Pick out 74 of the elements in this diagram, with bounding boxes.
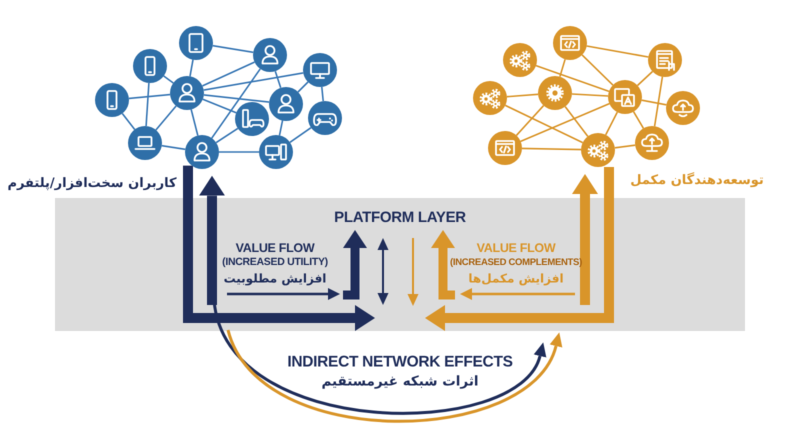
network-line <box>122 113 136 130</box>
network-line <box>211 68 261 139</box>
game-console-icon <box>235 102 269 136</box>
cloud-network-icon <box>635 126 669 160</box>
gear-icon <box>538 76 572 110</box>
network-line <box>572 93 608 97</box>
cloud-upload-icon <box>666 91 700 125</box>
thick-arrow <box>199 176 225 305</box>
network-line <box>202 98 236 114</box>
gears-icon <box>581 133 615 167</box>
app-window-icon <box>608 80 642 114</box>
gears-icon <box>473 81 507 115</box>
network-line <box>564 106 588 137</box>
user-icon <box>185 135 219 169</box>
gamepad-icon <box>308 101 342 135</box>
network-line <box>219 151 259 153</box>
network-line <box>204 94 270 103</box>
network-line <box>321 86 324 102</box>
network-line <box>654 76 664 126</box>
thick-arrow <box>183 166 375 331</box>
network-line <box>632 111 644 129</box>
network-line <box>128 94 170 100</box>
network-line <box>278 120 284 136</box>
network-line <box>162 144 186 150</box>
thick-arrow <box>572 174 598 305</box>
network-line <box>636 70 654 86</box>
group-label: توسعه‌دهندگان مکمل <box>630 174 764 188</box>
flow-heading: VALUE FLOW <box>236 242 314 256</box>
flow-caption: افزایش مطلوبیت <box>224 272 326 286</box>
network-line <box>290 127 312 143</box>
network-line <box>642 99 666 106</box>
flow-caption: افزایش مکمل‌ها <box>468 272 564 286</box>
user-icon <box>170 76 204 110</box>
effects-caption: اثرات شبکه غیرمستقیم <box>321 374 479 390</box>
network-line <box>504 104 584 144</box>
network-line <box>614 144 636 149</box>
effects-heading: INDIRECT NETWORK EFFECTS <box>287 353 513 371</box>
band-title: PLATFORM LAYER <box>334 209 466 226</box>
network-line <box>155 105 177 131</box>
network-line <box>204 72 304 91</box>
flow-subtitle: (INCREASED UTILITY) <box>222 257 328 269</box>
network-line <box>522 148 582 150</box>
flow-heading: VALUE FLOW <box>476 242 556 256</box>
network-line <box>506 94 538 98</box>
network-line <box>145 82 150 126</box>
network-line <box>189 60 194 76</box>
network-line <box>163 75 174 84</box>
gears-icon <box>503 43 537 77</box>
thick-arrow <box>425 167 614 331</box>
code-window-icon <box>553 26 587 60</box>
network-line <box>216 128 238 144</box>
network-line <box>520 102 610 142</box>
code-window-icon <box>488 131 522 165</box>
desktop-computer-icon <box>259 135 293 169</box>
user-icon <box>253 38 287 72</box>
group-label: کاربران سخت‌افزار/پلتفرم <box>7 176 177 192</box>
network-line <box>297 81 309 93</box>
phone-icon <box>95 83 129 117</box>
network-line <box>202 61 255 87</box>
network-line <box>274 70 282 88</box>
web-page-icon <box>648 43 682 77</box>
network-line <box>604 112 618 136</box>
network-line <box>190 109 199 136</box>
monitor-icon <box>303 53 337 87</box>
network-line <box>586 45 648 58</box>
tablet-icon <box>179 26 213 60</box>
network-line <box>536 64 610 92</box>
network-line <box>582 54 614 86</box>
network-line <box>516 105 544 136</box>
phone-icon <box>133 49 167 83</box>
network-line <box>559 59 566 77</box>
laptop-icon <box>128 126 162 160</box>
network-line <box>212 44 254 54</box>
user-icon <box>269 87 303 121</box>
